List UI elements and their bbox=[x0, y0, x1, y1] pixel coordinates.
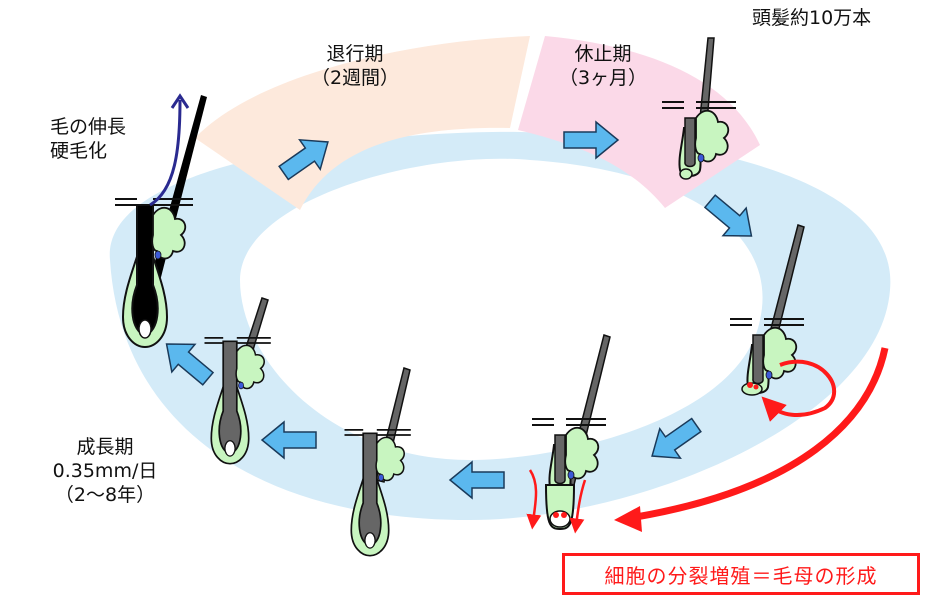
formation-arrow bbox=[629, 347, 889, 522]
growth-arrow bbox=[149, 99, 182, 207]
arrow-early-anagen-2 bbox=[448, 460, 505, 500]
telogen-label: 休止期 （3ヶ月） bbox=[558, 43, 648, 89]
follicle-anagen-iv bbox=[203, 297, 272, 465]
arrow-late-anagen bbox=[165, 343, 215, 386]
red-down-arrow-right bbox=[569, 479, 587, 534]
follicle-anagen-iii bbox=[343, 367, 412, 557]
follicle-early-anagen bbox=[729, 224, 805, 396]
formation-note: 細胞の分裂増殖＝毛母の形成 bbox=[604, 563, 878, 588]
follicle-anagen-mature bbox=[115, 95, 207, 349]
anagen-label: 成長期 0.35mm/日 （2～8年） bbox=[52, 436, 158, 506]
growth-note: 毛の伸長 硬毛化 bbox=[50, 116, 127, 162]
arrow-telogen-exit bbox=[703, 194, 753, 237]
arrow-catagen bbox=[278, 138, 329, 181]
growth-arrow-head bbox=[170, 93, 190, 109]
red-down-arrow-left bbox=[526, 469, 542, 530]
formation-arrow-head bbox=[614, 506, 642, 532]
arrow-early-anagen-1 bbox=[651, 417, 702, 460]
red-cycle-arrow bbox=[761, 359, 837, 422]
arrow-telogen bbox=[563, 120, 620, 160]
total-hair-label: 頭髪約10万本 bbox=[752, 7, 872, 29]
formation-note-box: 細胞の分裂増殖＝毛母の形成 bbox=[562, 553, 920, 595]
arrow-mid-anagen bbox=[260, 420, 317, 460]
catagen-label: 退行期 （2週間） bbox=[310, 43, 400, 89]
follicle-telogen bbox=[661, 37, 737, 180]
